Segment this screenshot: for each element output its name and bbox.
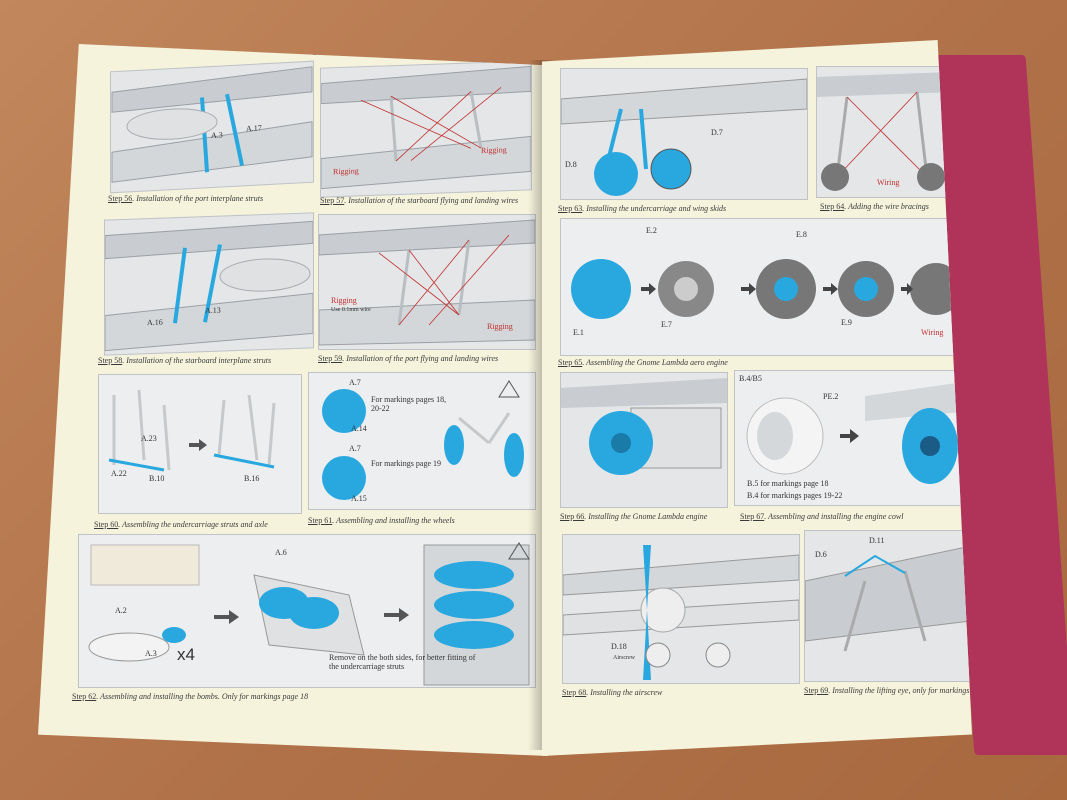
label-a14: A.14 (351, 424, 367, 433)
label-rigging: Rigging (331, 296, 357, 305)
note-b5: B.5 for markings page 18 (747, 479, 829, 488)
panel-step-67: B.4/B5 PE.2 B.5 for markings page 18 B.4… (734, 370, 972, 506)
label-a3: A.3 (145, 649, 157, 658)
label-d8: D.8 (565, 160, 577, 169)
panel-step-58: A.16 A.13 (104, 212, 314, 356)
panel-step-64: Wiring (816, 66, 952, 198)
caption-step-57: Step 57. Installation of the starboard f… (320, 196, 519, 205)
label-e1: E.1 (573, 328, 584, 337)
note-b4: B.4 for markings pages 19-22 (747, 491, 843, 500)
engine-cowl-illustration (746, 381, 971, 484)
wheels-illustration (322, 380, 524, 500)
label-wiring: Wiring (877, 178, 900, 187)
panel-step-57: Rigging Rigging (320, 60, 532, 198)
caption-step-58: Step 58. Installation of the starboard i… (98, 356, 272, 365)
caption-step-68: Step 68. Installing the airscrew (562, 688, 663, 697)
panel-step-62: A.6 A.2 A.3 x4 Remove on the both sides,… (78, 534, 536, 688)
caption-step-65: Step 65. Assembling the Gnome Lambda aer… (558, 358, 728, 367)
caption-step-60: Step 60. Assembling the undercarriage st… (94, 520, 268, 529)
undercarriage-install-illustration (561, 78, 807, 196)
label-e9: E.9 (841, 318, 852, 327)
label-e2: E.2 (646, 226, 657, 235)
panel-step-69: D.6 D.11 (804, 530, 972, 682)
airscrew-illustration (563, 545, 799, 680)
page-number-left: 16 (312, 46, 323, 58)
label-rigging: Rigging (481, 145, 507, 156)
gnome-engine-illustration (571, 259, 962, 319)
bombs-illustration (88, 542, 530, 686)
engine-install-illustration (561, 378, 727, 475)
label-a3: A.3 (211, 130, 223, 141)
biplane-rigging-illustration (321, 65, 531, 190)
caption-step-62: Step 62. Assembling and installing the b… (72, 692, 309, 701)
label-e7: E.7 (661, 320, 672, 329)
panel-step-65: E.2 E.1 E.7 E.8 E.9 Wiring (560, 218, 968, 356)
caption-step-61: Step 61. Assembling and installing the w… (308, 516, 455, 525)
panel-step-63: D.7 D.8 (560, 68, 808, 200)
page-number-right: 17 (762, 40, 773, 52)
caption-step-69: Step 69. Installing the lifting eye, onl… (804, 686, 969, 695)
label-pe2: PE.2 (823, 392, 839, 401)
label-b16: B.16 (244, 474, 260, 483)
label-a2: A.2 (115, 606, 127, 615)
label-a15: A.15 (351, 494, 367, 503)
caption-step-63: Step 63. Installing the undercarriage an… (558, 204, 727, 213)
label-a22: A.22 (111, 469, 127, 478)
label-d18: D.18 (611, 642, 627, 651)
label-a23: A.23 (141, 434, 157, 443)
label-a7: A.7 (349, 444, 361, 453)
panel-step-61: A.7 A.14 For markings pages 18, 20-22 A.… (308, 372, 536, 510)
lifting-eye-illustration (805, 545, 971, 652)
panel-step-56: A.3 A.17 (110, 60, 314, 194)
label-e8: E.8 (796, 230, 807, 239)
biplane-illustration (111, 66, 313, 183)
wire-bracing-illustration (817, 72, 951, 191)
caption-step-56: Step 56. Installation of the port interp… (108, 194, 264, 203)
right-page: 17 D.7 D.8 Step 63. Installing the under… (542, 40, 972, 756)
caption-step-64: Step 64. Adding the wire bracings (820, 202, 929, 211)
label-rigging: Rigging (487, 322, 513, 331)
label-d11: D.11 (869, 536, 885, 545)
panel-step-60: A.23 A.22 B.10 B.16 (98, 374, 302, 514)
label-a17: A.17 (246, 123, 262, 134)
label-a16: A.16 (147, 317, 163, 328)
note-markings-2: For markings page 19 (371, 459, 441, 468)
caption-step-67: Step 67. Assembling and installing the e… (740, 512, 904, 521)
panel-step-68: D.18 Airscrew (562, 534, 800, 684)
note-markings-1: For markings pages 18, 20-22 (371, 395, 447, 414)
biplane-rigging-illustration (319, 219, 535, 346)
note-remove: Remove on the both sides, for better fit… (329, 653, 476, 672)
label-rigging: Rigging (333, 166, 359, 177)
caption-step-59: Step 59. Installation of the port flying… (318, 354, 499, 363)
label-a7: A.7 (349, 378, 361, 387)
panel-step-59: Rigging Use 0.1mm wire Rigging (318, 214, 536, 350)
multiplier-x4: x4 (177, 645, 195, 664)
biplane-strut-illustration (105, 220, 313, 352)
label-d7: D.7 (711, 128, 723, 137)
label-b10: B.10 (149, 474, 165, 483)
panel-step-66 (560, 372, 728, 508)
label-airscrew: Airscrew (613, 655, 635, 661)
label-d6: D.6 (815, 550, 827, 559)
label-wiring: Wiring (921, 328, 944, 337)
undercarriage-illustration (108, 389, 276, 472)
left-page: 16 A.3 A.17 Step 56. Installation of the… (38, 44, 548, 756)
label-a13: A.13 (205, 305, 221, 316)
caption-step-66: Step 66. Installing the Gnome Lambda eng… (560, 512, 708, 521)
label-b4b5: B.4/B5 (739, 374, 762, 383)
label-a6: A.6 (275, 548, 287, 557)
label-rig-use: Use 0.1mm wire (331, 307, 371, 313)
